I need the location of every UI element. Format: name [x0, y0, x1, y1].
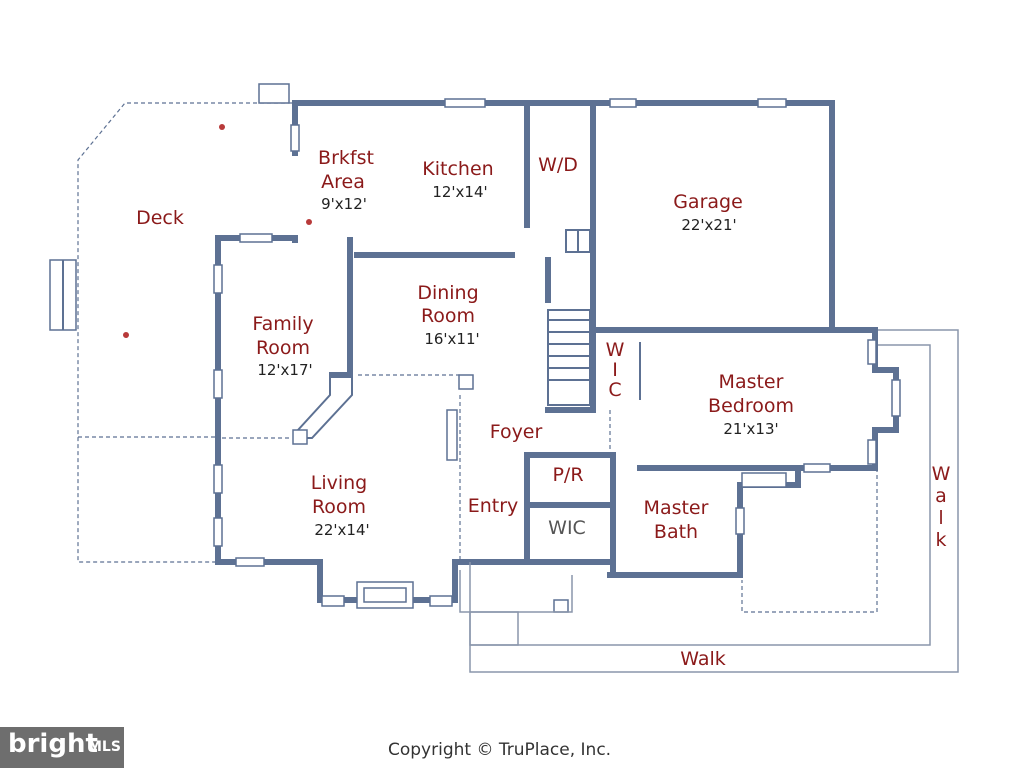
entry-label: Entry	[468, 495, 519, 517]
kitchen-label: Kitchen	[422, 158, 493, 180]
walk-right-a: a	[935, 485, 947, 507]
deck-post	[219, 124, 225, 130]
windows	[213, 98, 901, 613]
wic-vertical-c: C	[608, 379, 621, 401]
family-dims: 12'x17'	[257, 361, 312, 379]
living-dims: 22'x14'	[314, 521, 369, 539]
walk-bottom-label: Walk	[680, 648, 726, 670]
stairs	[547, 229, 591, 406]
master-bedroom-label-line1: Master	[719, 371, 784, 393]
walk-right-w: W	[932, 463, 951, 485]
chimney	[258, 83, 290, 104]
deck-post	[306, 219, 312, 225]
dining-label-line2: Room	[421, 305, 475, 327]
deck-post	[123, 332, 129, 338]
garage-label: Garage	[673, 191, 743, 213]
master-bedroom-label-line2: Bedroom	[708, 395, 794, 417]
breakfast-dims: 9'x12'	[321, 195, 367, 213]
kitchen-dims: 12'x14'	[432, 183, 487, 201]
wic-label: WIC	[548, 517, 586, 539]
walk-right-l: l	[938, 507, 943, 529]
breakfast-label-line1: Brkfst	[318, 147, 374, 169]
dining-label-line1: Dining	[417, 282, 478, 304]
wic-vertical-i: I	[612, 359, 618, 381]
foyer-label: Foyer	[490, 421, 543, 443]
deck-outline	[77, 102, 292, 563]
master-bedroom-dims: 21'x13'	[723, 420, 778, 438]
wic-vertical-w: W	[606, 339, 625, 361]
garage-dims: 22'x21'	[681, 216, 736, 234]
copyright-text: Copyright © TruPlace, Inc.	[388, 740, 612, 760]
deck-label: Deck	[136, 207, 184, 229]
column	[446, 409, 458, 461]
interior-walls	[329, 105, 643, 578]
column	[458, 374, 474, 390]
living-label-line2: Room	[312, 496, 366, 518]
dining-dims: 16'x11'	[424, 330, 479, 348]
family-label-line1: Family	[252, 313, 313, 335]
walkway	[459, 329, 959, 673]
logo-suffix: MLS	[88, 739, 121, 755]
walk-right-k: k	[935, 529, 946, 551]
logo-brand: bright	[8, 729, 98, 759]
pr-label: P/R	[552, 464, 583, 486]
living-label-line1: Living	[311, 472, 368, 494]
bright-mls-logo: bright MLS	[0, 727, 124, 768]
breakfast-label-line2: Area	[321, 171, 365, 193]
master-bath-label-line1: Master	[644, 497, 709, 519]
fireplace	[292, 374, 353, 445]
master-bath-label-line2: Bath	[654, 521, 698, 543]
wd-label: W/D	[538, 154, 578, 176]
family-label-line2: Room	[256, 337, 310, 359]
